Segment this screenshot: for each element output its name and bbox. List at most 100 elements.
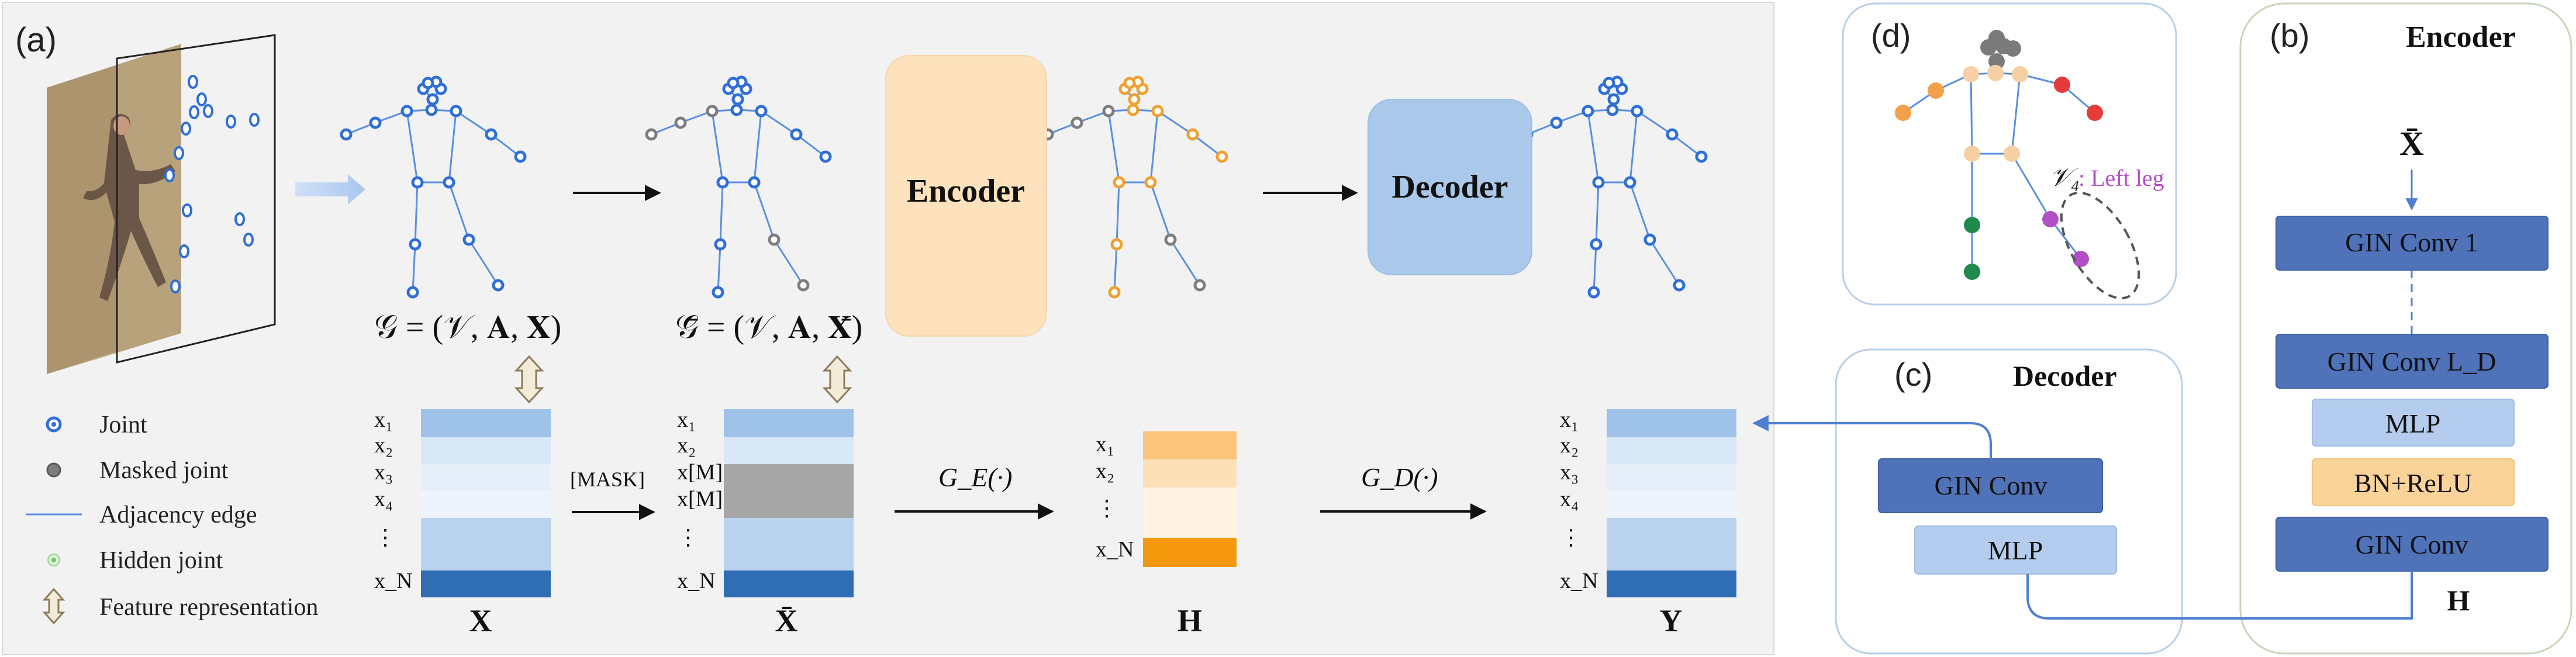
adjacency-edge (468, 239, 499, 286)
skeleton-input (340, 75, 527, 299)
matrix-row-label: ⋮ (677, 525, 699, 550)
joint-node (1102, 105, 1115, 117)
joint-node (819, 150, 832, 163)
legend-hidden-joint: Hidden joint (99, 547, 223, 574)
matrix-row-label: x₂ (677, 433, 696, 458)
joint-node (731, 93, 744, 106)
body-part-joint (1987, 65, 2004, 81)
decoder-mlp (1914, 525, 2117, 575)
projected-joint (174, 146, 184, 160)
joint-node (706, 105, 719, 117)
matrix-row-label: x[M] (677, 460, 723, 485)
matrix-row-label: x₂ (1560, 433, 1579, 458)
adjacency-edge (761, 110, 797, 136)
body-part-joint (1928, 82, 1944, 99)
joint-node (730, 103, 743, 116)
decoder-block (1368, 99, 1532, 275)
body-part-joint (2005, 40, 2021, 57)
matrix-y (1607, 409, 1736, 597)
matrix-row-label: x₄ (1560, 487, 1579, 511)
feature-arrow-1 (514, 355, 544, 404)
encoder-block (885, 55, 1047, 337)
joint-node (716, 176, 729, 189)
matrix-row-label: x₃ (1560, 460, 1579, 485)
decoder-to-output-connector (1752, 415, 1992, 459)
adjacency-edge (1107, 110, 1120, 183)
joint-node (714, 238, 727, 251)
decoder-mlp-label: MLP (1988, 535, 2043, 565)
matrix-row-label: ⋮ (1560, 525, 1582, 550)
joint-node (1673, 279, 1686, 292)
panel-b-label: (b) (2270, 17, 2309, 54)
adjacency-edge (455, 110, 492, 136)
joint-node (340, 128, 353, 141)
panel-a-label: (a) (15, 21, 57, 59)
matrix-row-label: ⋮ (374, 525, 396, 550)
matrix-row-label: x₁ (677, 407, 696, 432)
projected-joint (234, 212, 245, 226)
joint-node (1587, 286, 1600, 299)
adjacency-edge (1116, 182, 1120, 245)
projected-joint (164, 168, 175, 182)
matrix-row-label: x_N (1096, 537, 1134, 562)
body-part-joint (1895, 105, 1911, 121)
adjacency-edge (412, 244, 416, 293)
encoder-gin-conv-label: GIN Conv (2356, 530, 2468, 559)
feature-arrow-2 (822, 355, 852, 404)
joint-node (1624, 176, 1636, 189)
joint-node (1164, 233, 1177, 246)
joint-node (1128, 93, 1141, 106)
legend-joint: Joint (99, 412, 147, 438)
decoder-gin-conv-label: GIN Conv (1935, 471, 2047, 500)
bn-relu-label: BN+ReLU (2354, 468, 2472, 498)
body-part-joint (1964, 146, 1980, 162)
joint-node (492, 279, 505, 292)
adjacency-edge (2011, 153, 2052, 220)
adjacency-edge (753, 110, 762, 183)
joint-node (1606, 103, 1619, 116)
joint-node (425, 103, 438, 116)
adjacency-edge (1636, 110, 1673, 136)
projected-joint (170, 279, 181, 293)
adjacency-edge (1629, 110, 1638, 183)
matrix-row-label: x_N (677, 569, 715, 593)
joint-node (1550, 116, 1563, 129)
projected-joint (203, 104, 213, 118)
panel-c: (c) Decoder GIN Conv MLP (1835, 348, 2183, 655)
matrix-row-label: x₁ (1560, 407, 1579, 432)
skeleton-masked (645, 75, 832, 299)
masked-joint-icon (46, 462, 61, 478)
joint-node (1071, 116, 1083, 129)
joint-node (409, 238, 422, 251)
bn-relu (2312, 458, 2515, 506)
joint-node (755, 105, 768, 117)
adjacency-edge (717, 244, 721, 293)
joint-node (1127, 103, 1139, 116)
joint-node (400, 105, 413, 117)
encoder-input-symbol: X̄ (2399, 125, 2424, 162)
adjacency-edge (753, 182, 775, 240)
panel-b: (b) Encoder X̄ GIN Conv 1 GIN Conv L_D M… (2239, 2, 2572, 655)
panel-a: (a) Encoder Decoder 𝒢 = (𝒱, 𝐀, 𝐗) (2, 2, 1774, 655)
joint-node (1110, 238, 1123, 251)
joint-node (768, 233, 781, 246)
joint-node (1151, 105, 1164, 117)
adjacency-edge (1149, 110, 1159, 183)
joint-node (443, 176, 455, 189)
joint-node (645, 128, 658, 141)
joint-node (1592, 176, 1605, 189)
adjacency-edge (1169, 239, 1201, 286)
joint-node (450, 105, 462, 117)
adjacency-edge (1593, 244, 1597, 293)
adjacency-edge (2011, 74, 2021, 154)
skeleton-hidden (1041, 75, 1228, 299)
matrix-row-label: x₄ (374, 487, 393, 511)
adjacency-edge (1629, 182, 1651, 240)
joint-node (674, 116, 687, 129)
skeleton-body-parts (1895, 30, 2103, 280)
joint-node (1186, 128, 1199, 141)
legend-feature-representation: Feature representation (99, 594, 318, 621)
